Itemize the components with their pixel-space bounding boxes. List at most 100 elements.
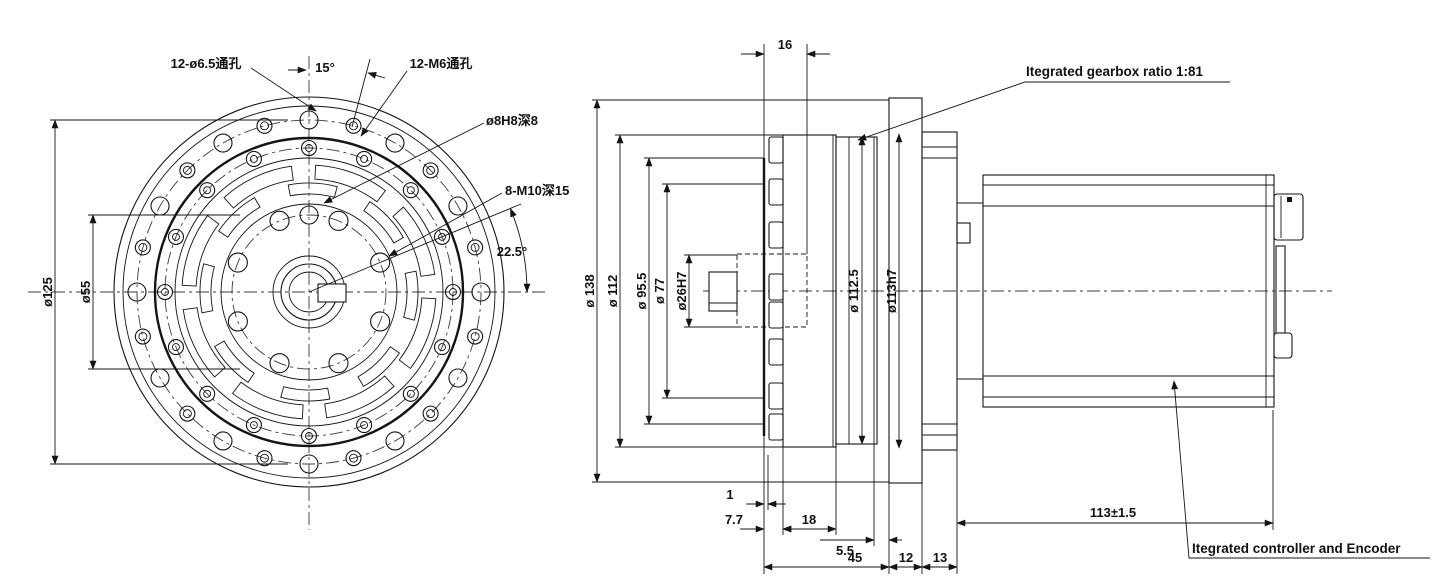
dim-label-7-7: 7.7 [725, 512, 743, 527]
slot-segment [218, 196, 261, 238]
leader-line [388, 192, 503, 257]
label-tapped-holes: 8-M10深15 [505, 183, 569, 198]
bolt-circle-125 [136, 119, 482, 465]
hole-6-5 [127, 282, 147, 302]
slot-segment [324, 375, 395, 419]
screw-head-section [768, 338, 784, 366]
angle-arc [509, 207, 531, 293]
hole-m10 [227, 252, 248, 273]
socket-screw [444, 283, 462, 301]
hole-m6-minor [349, 453, 358, 463]
m10-hole-pattern [227, 210, 391, 374]
socket-screw [167, 228, 185, 245]
socket-screw [245, 150, 262, 168]
hole-m10 [328, 210, 349, 231]
dim-label-12: 12 [899, 550, 913, 565]
screw-ring-centerline [164, 147, 454, 437]
leader-line [360, 70, 408, 137]
slot-segment [231, 381, 304, 420]
hole-m10 [370, 311, 391, 332]
socket-screw [402, 182, 419, 199]
socket-screw [245, 416, 262, 434]
hole-m6 [134, 239, 151, 256]
hole-6-5 [448, 368, 468, 388]
socket-screw [433, 228, 451, 245]
dim-label-16: 16 [778, 37, 792, 52]
screw-head-section [768, 382, 784, 410]
hole-m6-minor [470, 243, 480, 252]
rear-block [1273, 332, 1293, 359]
slot-segment [199, 263, 215, 314]
pin-hole-8h8 [299, 205, 319, 225]
hole-6-5 [299, 454, 319, 474]
dim-label-138: ø 138 [582, 274, 597, 307]
hole-6-5 [385, 133, 405, 153]
label-through-holes-65: 12-ø6.5通孔 [171, 56, 242, 71]
hole-m6-minor [138, 243, 148, 252]
angle-arrow [367, 72, 386, 79]
dim-label-18: 18 [802, 512, 816, 527]
screw-head-section [768, 413, 784, 441]
side-view: ø 138 ø 112 ø 95.5 ø 77 ø26H7 ø 112.5 ø1… [582, 37, 1430, 574]
dim-label-77: ø 77 [652, 278, 667, 304]
motor-body [982, 174, 1275, 408]
slot-segment [280, 386, 331, 402]
angle-ext-line [351, 58, 371, 128]
leader-gearbox-note [857, 81, 1230, 141]
dim-label-113h7: ø113h7 [884, 269, 899, 313]
label-pin-hole: ø8H8深8 [486, 113, 538, 128]
keyway-slot [317, 283, 347, 303]
wave-generator-slots-inner [199, 182, 419, 402]
hole-6-5 [213, 133, 233, 153]
socket-screw [300, 139, 318, 157]
socket-screw-bore [172, 343, 180, 352]
hole-6-5 [385, 431, 405, 451]
hole-m10 [227, 311, 248, 332]
housing-bold-circle [153, 136, 465, 448]
socket-screw-bore [438, 232, 446, 241]
hole-m6-minor [260, 121, 269, 131]
slot-segment [392, 206, 436, 277]
dim-label-95-5: ø 95.5 [634, 273, 649, 310]
dim-label-112-5: ø 112.5 [846, 269, 861, 312]
dim-label-5-5: 5.5 [836, 543, 854, 558]
dim-label-od: ø125 [40, 277, 55, 307]
adapter-plate [921, 131, 958, 451]
spigot-circle [220, 203, 398, 381]
socket-screw-bore [360, 421, 369, 429]
hole-m10 [269, 210, 290, 231]
screw-head-section [768, 136, 784, 164]
slot-segment [314, 164, 387, 203]
socket-screw-bore [305, 144, 313, 152]
angle-label-225: 22.5° [497, 244, 528, 259]
dim-label-45: 45 [848, 550, 862, 565]
hole-m6-minor [138, 332, 148, 341]
hole-m6-minor [260, 453, 269, 463]
socket-screw-bore [249, 421, 258, 429]
dim-label-13: 13 [933, 550, 947, 565]
flange-hole-pattern [127, 110, 491, 474]
hole-m6-minor [182, 409, 192, 419]
leader-controller-note [1171, 380, 1430, 559]
leader-line [323, 122, 485, 204]
inner-ring-circle [174, 157, 444, 427]
dim-label-id: ø55 [78, 281, 93, 303]
socket-screw-bore [406, 186, 415, 195]
slot-segment [213, 340, 255, 383]
screw-head-section [768, 301, 784, 329]
hole-m6 [467, 328, 484, 345]
screw-head-section [768, 273, 784, 301]
gearbox-cylinder-section [835, 136, 878, 445]
hole-m6 [134, 328, 151, 345]
hole-m6 [256, 117, 273, 134]
connector-pin [1287, 197, 1292, 202]
socket-screw [167, 339, 185, 356]
slot-segment [403, 270, 419, 321]
socket-screw-bore [172, 232, 180, 241]
hole-m10 [269, 353, 290, 374]
hole-m6 [422, 405, 439, 422]
screw-head-section [768, 178, 784, 206]
socket-screw [402, 385, 419, 402]
socket-screw-bore [161, 288, 169, 296]
